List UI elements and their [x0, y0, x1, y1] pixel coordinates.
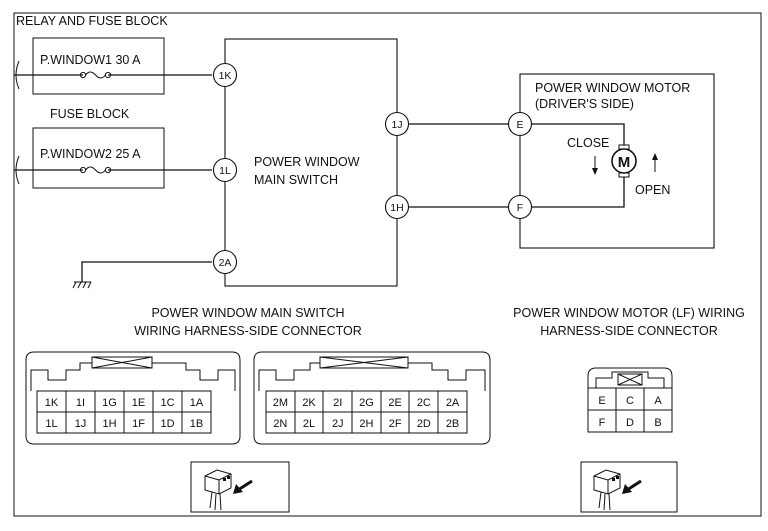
fuse-block-box — [32, 127, 165, 189]
connector-pin-1c: 1C — [160, 397, 174, 409]
connector-pin-1g: 1G — [102, 397, 117, 409]
terminal-e: E — [507, 111, 533, 137]
connector-pin-b: B — [654, 417, 661, 429]
motor-title-line2: (DRIVER'S SIDE) — [535, 97, 634, 111]
switch-connector-block2-row1: 2M 2K 2I 2G 2E 2C 2A — [273, 397, 460, 409]
connector-pin-2a: 2A — [446, 397, 460, 409]
connector-pin-a: A — [654, 395, 662, 407]
connector-pin-2c: 2C — [417, 397, 431, 409]
svg-text:1L: 1L — [219, 165, 231, 177]
open-label: OPEN — [635, 183, 670, 197]
connector-pin-1b: 1B — [190, 418, 203, 430]
ground-wire — [81, 261, 212, 282]
terminal-1h: 1H — [384, 194, 410, 220]
connector-pin-1i: 1I — [76, 397, 85, 409]
wire-e-to-motor — [532, 123, 625, 146]
fuse-symbol-1 — [79, 71, 112, 79]
terminal-1j: 1J — [384, 111, 410, 137]
main-switch-name-line2: MAIN SWITCH — [254, 173, 338, 187]
ground-icon — [72, 281, 92, 289]
terminal-1k: 1K — [212, 62, 238, 88]
connector-pin-1k: 1K — [45, 397, 59, 409]
motor-connector-caption-line2: HARNESS-SIDE CONNECTOR — [540, 324, 718, 338]
relay-fuse-block-box — [32, 37, 165, 95]
connector-pin-2k: 2K — [302, 397, 316, 409]
connector-pin-1a: 1A — [190, 397, 204, 409]
connector-pin-1j: 1J — [75, 418, 87, 430]
connector-pin-2i: 2I — [333, 397, 342, 409]
svg-text:1J: 1J — [391, 119, 402, 131]
fuse-symbol-2 — [79, 166, 112, 174]
wire-break-symbol-1 — [15, 60, 20, 90]
connector-pin-2d: 2D — [417, 418, 431, 430]
fuse-block-title: FUSE BLOCK — [50, 107, 130, 121]
terminal-f: F — [507, 194, 533, 220]
connector-pin-2e: 2E — [388, 397, 401, 409]
switch-connector-block1-row1: 1K 1I 1G 1E 1C 1A — [45, 397, 204, 409]
switch-connector-caption-line2: WIRING HARNESS-SIDE CONNECTOR — [134, 324, 362, 338]
connector-pin-1l: 1L — [45, 418, 57, 430]
motor-connector-caption-line1: POWER WINDOW MOTOR (LF) WIRING — [513, 306, 745, 320]
diagram-border — [13, 12, 762, 517]
connector-pin-1h: 1H — [102, 418, 116, 430]
motor-icon: M — [611, 144, 637, 178]
main-switch-name-line1: POWER WINDOW — [254, 155, 360, 169]
connector-pin-2g: 2G — [359, 397, 374, 409]
connector-pin-2j: 2J — [332, 418, 344, 430]
switch-connector-block2 — [253, 351, 491, 445]
motor-title-line1: POWER WINDOW MOTOR — [535, 81, 690, 95]
connector-pin-1d: 1D — [160, 418, 174, 430]
close-label: CLOSE — [567, 136, 609, 150]
connector-pin-2l: 2L — [303, 418, 315, 430]
fuse-block-fuse-label: P.WINDOW2 25 A — [40, 147, 141, 161]
connector-pin-c: C — [626, 395, 634, 407]
svg-text:1K: 1K — [219, 70, 232, 82]
motor-box — [519, 73, 715, 249]
switch-connector-block1-row2: 1L 1J 1H 1F 1D 1B — [45, 418, 203, 430]
connector-pin-2n: 2N — [273, 418, 287, 430]
arrow-down-icon — [592, 156, 598, 175]
connector-pin-2b: 2B — [446, 418, 459, 430]
connector-pin-1f: 1F — [132, 418, 145, 430]
connector-view-icon-motor — [580, 461, 678, 513]
wire-f-to-motor — [532, 176, 625, 208]
connector-pin-2m: 2M — [273, 397, 288, 409]
switch-connector-block2-row2: 2N 2L 2J 2H 2F 2D 2B — [273, 418, 459, 430]
connector-pin-2f: 2F — [389, 418, 402, 430]
connector-pin-e: E — [598, 395, 605, 407]
switch-connector-caption-line1: POWER WINDOW MAIN SWITCH — [151, 306, 344, 320]
connector-pin-d: D — [626, 417, 634, 429]
svg-text:2A: 2A — [219, 257, 232, 269]
connector-pin-1e: 1E — [132, 397, 145, 409]
motor-connector-housing — [587, 367, 673, 433]
relay-fuse-block-title: RELAY AND FUSE BLOCK — [16, 14, 168, 28]
switch-connector-block1 — [25, 351, 241, 445]
svg-text:M: M — [618, 154, 631, 171]
terminal-2a: 2A — [212, 249, 238, 275]
connector-view-icon-switch — [190, 461, 290, 513]
connector-pin-2h: 2H — [359, 418, 373, 430]
svg-text:1H: 1H — [390, 202, 403, 214]
arrow-up-icon — [652, 153, 658, 172]
relay-fuse-label: P.WINDOW1 30 A — [40, 53, 141, 67]
wire-break-symbol-2 — [15, 155, 20, 185]
connector-pin-f: F — [599, 417, 606, 429]
terminal-1l: 1L — [212, 157, 238, 183]
svg-text:E: E — [516, 119, 523, 131]
svg-text:F: F — [517, 202, 523, 214]
